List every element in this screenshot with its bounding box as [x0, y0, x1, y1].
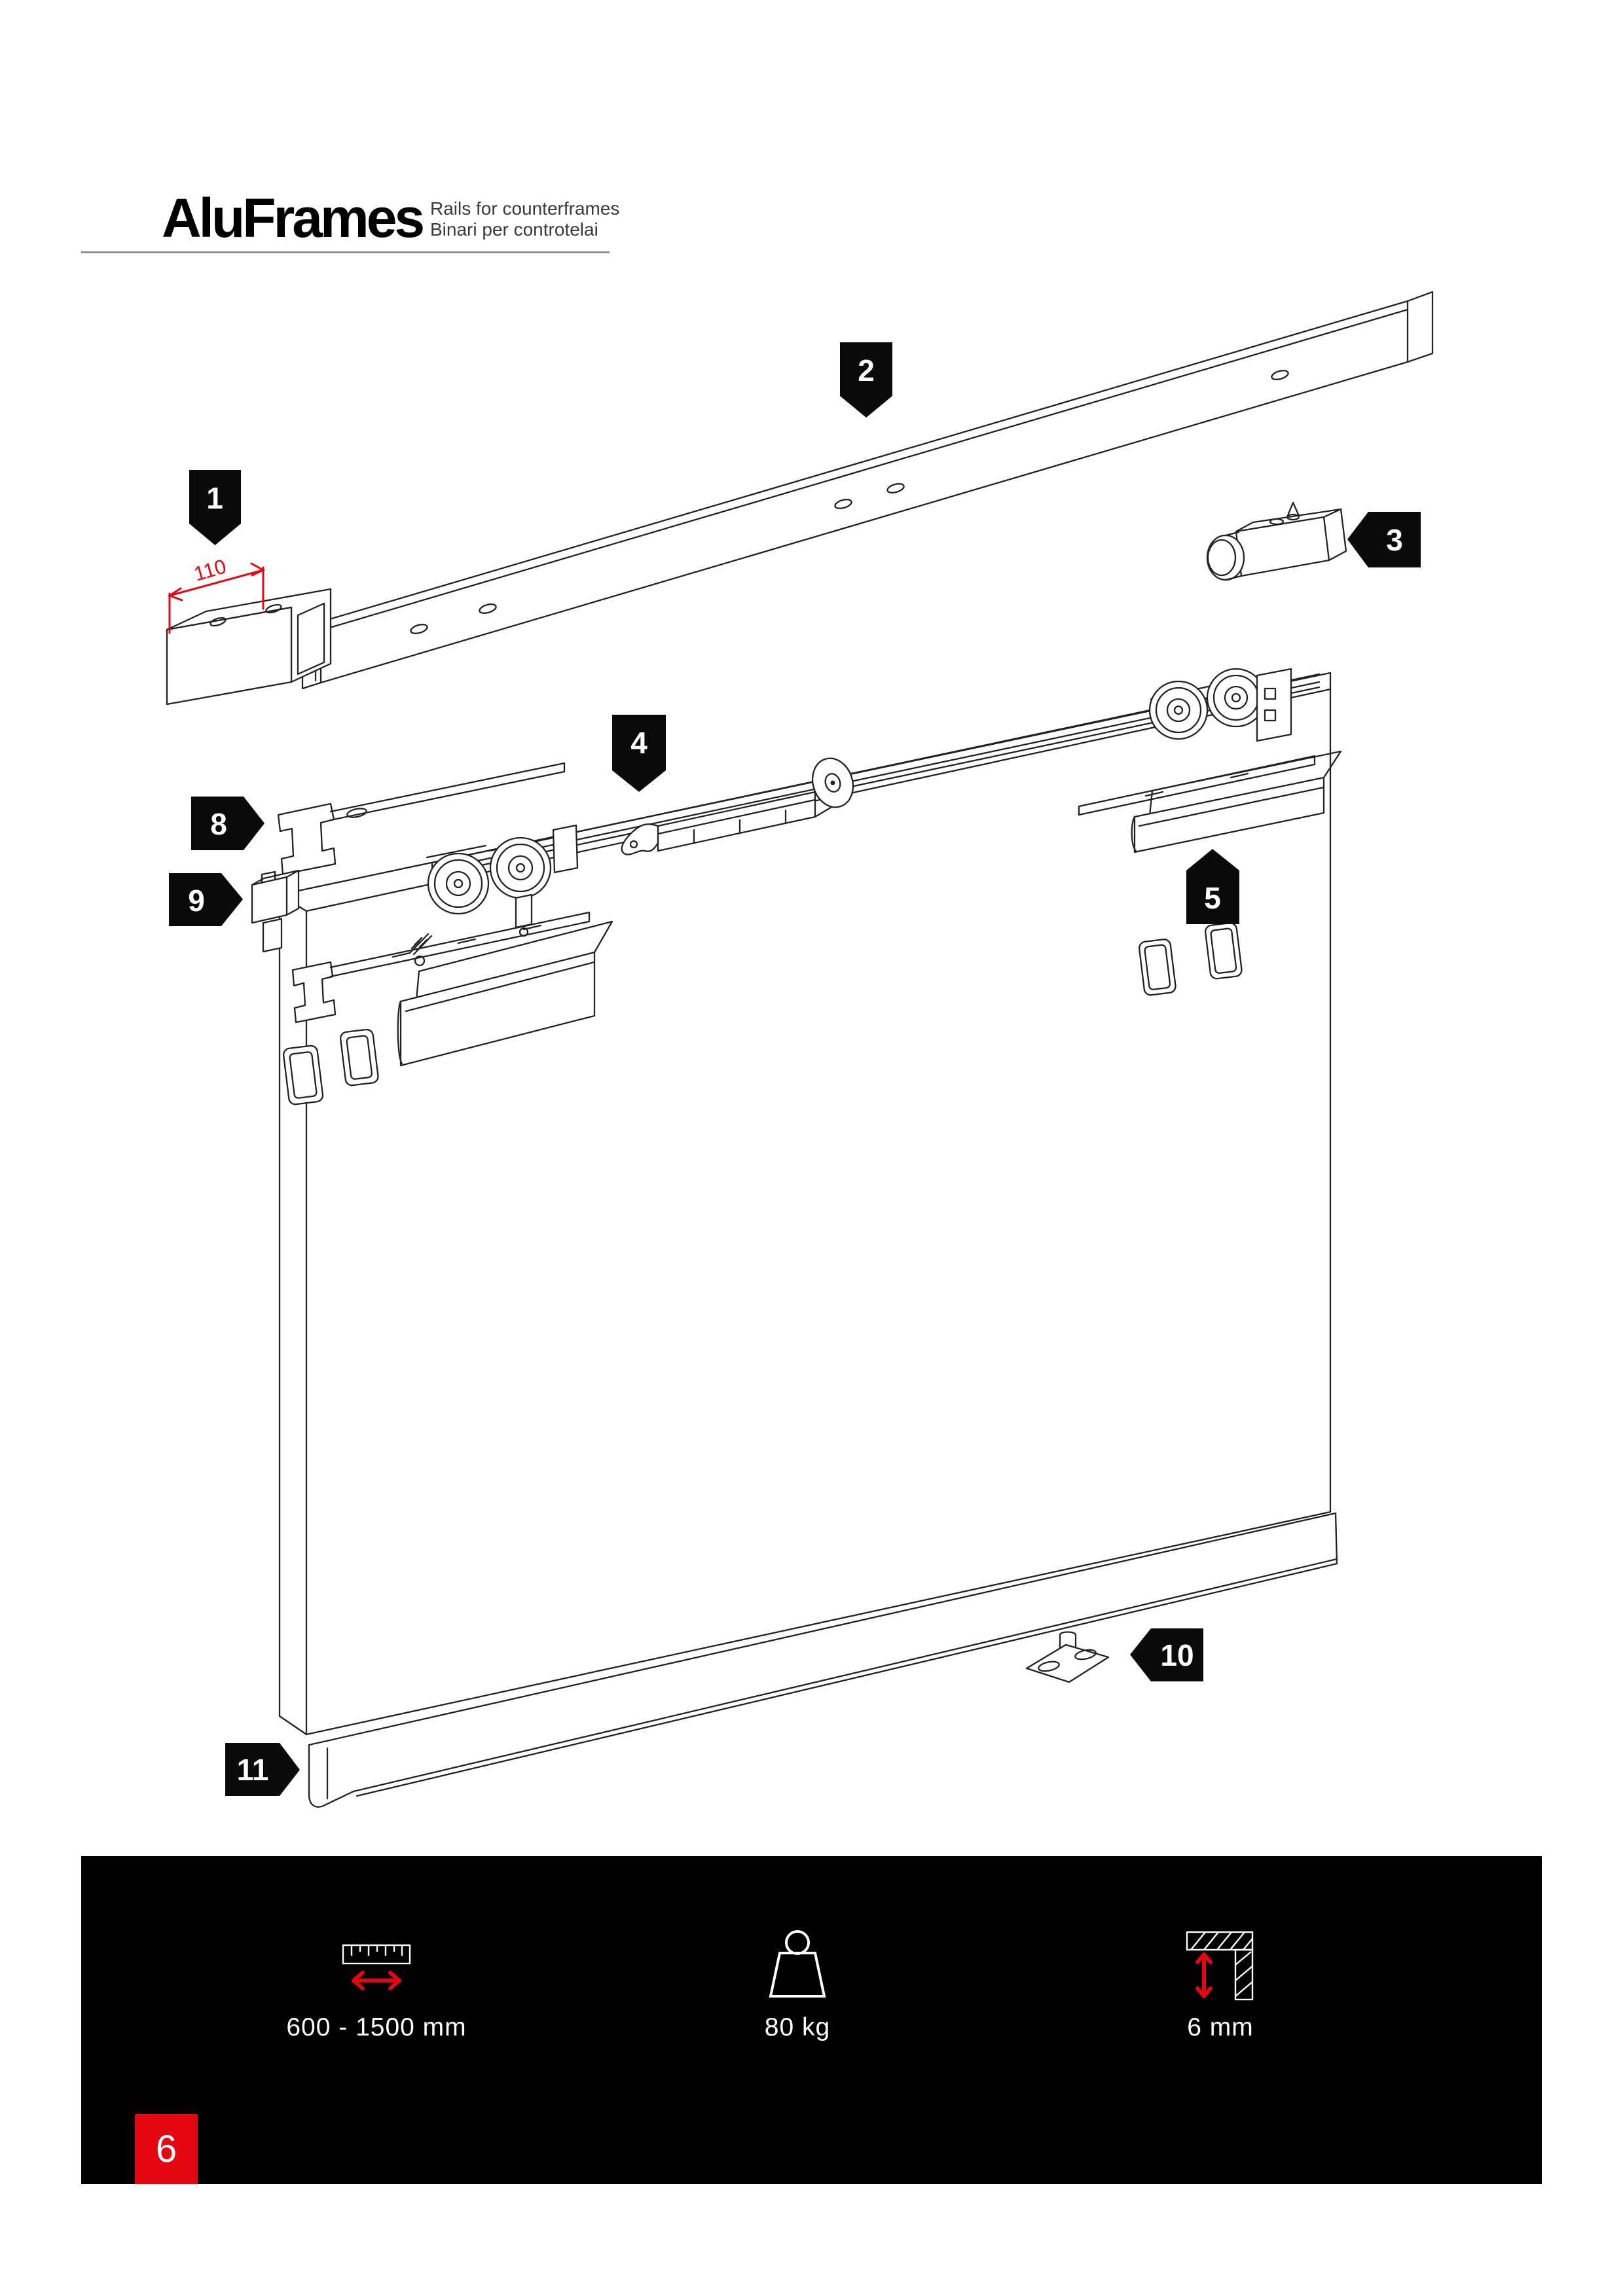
callout-8: 8: [191, 797, 264, 850]
callout-5-number: 5: [1204, 881, 1221, 915]
page-subtitle: Rails for counterframes Binari per contr…: [430, 198, 619, 241]
callout-8-number: 8: [210, 807, 227, 841]
callout-4: 4: [612, 715, 666, 792]
callout-9-number: 9: [188, 884, 205, 918]
spec-max-weight-value: 80 kg: [764, 2013, 831, 2041]
page-number-box: 6: [135, 2114, 198, 2184]
callout-1-number: 1: [206, 481, 223, 515]
callout-2: 2: [840, 342, 892, 418]
callout-11: 11: [225, 1743, 300, 1796]
max-weight-icon: [769, 1930, 826, 1998]
guide-channel-right: [1131, 750, 1342, 853]
width-range-icon: [342, 1944, 411, 1990]
page-number: 6: [155, 2128, 177, 2170]
damper-assembly: [621, 757, 854, 855]
soft-close-device: [1206, 501, 1347, 581]
guide-channel-left: [397, 920, 613, 1067]
subtitle-it: Binari per controtelai: [430, 219, 598, 240]
spacer-block: [251, 869, 300, 953]
roller-carriage-right: [1148, 668, 1292, 742]
wall-bracket: [277, 762, 566, 876]
spring-detail: [409, 933, 433, 967]
callout-3-number: 3: [1386, 523, 1403, 557]
spec-max-weight: 80 kg: [660, 1856, 935, 2184]
bottom-profile: [308, 1512, 1338, 1808]
panel-thickness-icon: [1186, 1931, 1254, 2001]
spec-width-range-value: 600 - 1500 mm: [286, 2013, 467, 2041]
header-divider: [81, 251, 610, 253]
callout-10: 10: [1130, 1628, 1203, 1681]
roller-carriage-left: [426, 824, 579, 937]
spec-footer: 600 - 1500 mm 80 kg 6 mm: [81, 1856, 1542, 2184]
spec-panel-thickness-value: 6 mm: [1187, 2013, 1254, 2041]
page-title: AluFrames: [162, 187, 425, 249]
mounting-channel: [166, 588, 332, 706]
callout-11-number: 11: [237, 1753, 269, 1787]
clip-plate-group: [282, 922, 1243, 1105]
callout-9: 9: [169, 873, 243, 926]
top-rail: [301, 291, 1434, 690]
subtitle-en: Rails for counterframes: [430, 198, 620, 219]
spec-width-range: 600 - 1500 mm: [239, 1856, 514, 2184]
callout-2-number: 2: [858, 353, 875, 387]
spec-panel-thickness: 6 mm: [1083, 1856, 1358, 2184]
callout-5: 5: [1186, 849, 1239, 924]
callout-4-number: 4: [630, 726, 647, 760]
callout-1: 1: [189, 470, 241, 545]
top-track-bar: [431, 673, 1321, 877]
callout-10-number: 10: [1160, 1638, 1194, 1672]
callout-3: 3: [1347, 512, 1421, 567]
guide-assembly-left: [291, 911, 591, 1024]
floor-guide: [1025, 1631, 1110, 1683]
